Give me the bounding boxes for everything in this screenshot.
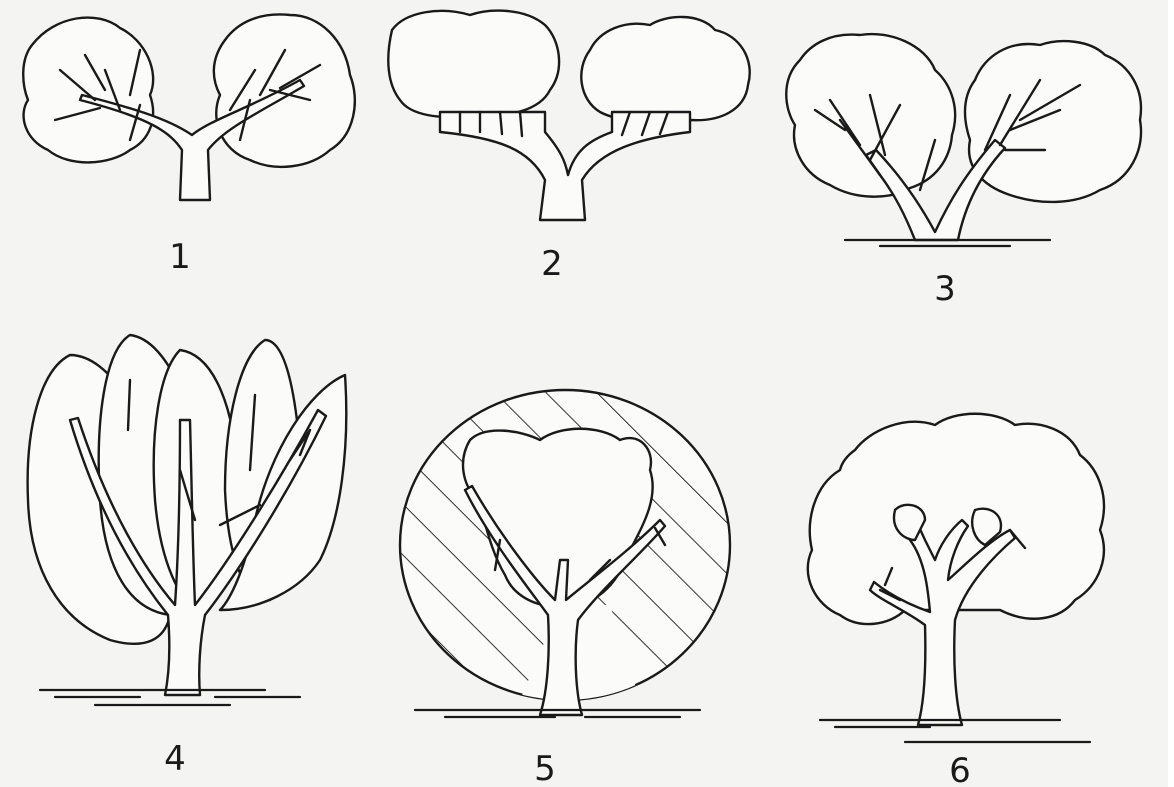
tree-figure-2 <box>388 11 749 220</box>
tree-figure-6 <box>808 414 1104 742</box>
tree-figure-1 <box>23 14 355 200</box>
tree-figure-3 <box>786 34 1141 246</box>
page-edge <box>1168 0 1174 787</box>
figure-label-1: 1 <box>169 237 191 277</box>
figure-label-6: 6 <box>949 751 971 787</box>
figure-label-5: 5 <box>534 749 556 787</box>
figure-label-4: 4 <box>164 739 186 779</box>
tree-figure-4 <box>28 335 347 705</box>
figure-label-3: 3 <box>934 269 956 309</box>
figure-label-2: 2 <box>541 244 563 284</box>
tree-figure-5 <box>395 385 735 717</box>
